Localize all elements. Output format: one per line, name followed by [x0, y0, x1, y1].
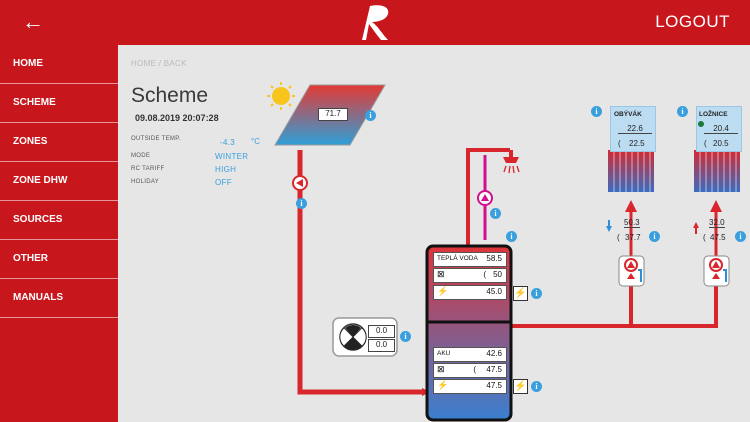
room2-info-icon[interactable]: i: [677, 106, 688, 117]
tank-upper-row3-value: 45.0: [486, 287, 502, 296]
mode-label: MODE: [131, 153, 151, 159]
tank-lower-heatpump-row: ⊠ ( 47.5: [433, 363, 507, 378]
heatpump-value-1: 0.0: [368, 325, 395, 338]
tank-upper-heater-icon[interactable]: ⚡: [513, 286, 528, 301]
outside-temp-label: OUTSIDE TEMP.: [131, 136, 181, 142]
sidebar-item-home[interactable]: HOME: [0, 45, 118, 84]
dhw-pump-info-icon[interactable]: i: [490, 208, 501, 219]
tank-lower-heater-row: ⚡ 47.5: [433, 379, 507, 394]
tank-lower-value: 42.6: [486, 349, 502, 358]
heater-bolt-icon: ⚡: [437, 380, 449, 390]
tank-upper-heater-row: ⚡ 45.0: [433, 285, 507, 300]
room2-set-prefix: (: [704, 139, 707, 148]
tank-lower-heater-icon[interactable]: ⚡: [513, 379, 528, 394]
room1-panel[interactable]: [610, 106, 656, 152]
holiday-value: OFF: [215, 178, 232, 187]
tank-lower-row2-value: 47.5: [486, 365, 502, 374]
tank-upper-prefix: (: [483, 270, 486, 279]
tank-upper-info-icon[interactable]: i: [531, 288, 542, 299]
page-title: Scheme: [131, 84, 209, 107]
heatpump-small-icon: ⊠: [437, 364, 445, 374]
heatpump-small-icon: ⊠: [437, 269, 445, 279]
tank-upper-label: TEPLÁ VODA: [437, 255, 478, 262]
sidebar-item-sources[interactable]: SOURCES: [0, 201, 118, 240]
heatpump-value-2: 0.0: [368, 339, 395, 352]
sidebar-item-zones[interactable]: ZONES: [0, 123, 118, 162]
heater-bolt-icon: ⚡: [437, 286, 449, 296]
room2-status-dot: [698, 121, 704, 127]
tank-upper-heatpump-row: ⊠ ( 50: [433, 268, 507, 283]
tank-upper-row2-value: 50: [493, 270, 502, 279]
tariff-value: HIGH: [215, 165, 237, 174]
room2-set: 20.5: [713, 139, 729, 148]
room1-set-prefix: (: [618, 139, 621, 148]
sidebar: HOME SCHEME ZONES ZONE DHW SOURCES OTHER…: [0, 45, 118, 422]
room2-name: LOŽNICE: [699, 111, 728, 118]
circuit2-flow: 32.0: [709, 218, 725, 228]
circuit2-info-icon[interactable]: i: [735, 231, 746, 242]
logout-button[interactable]: LOGOUT: [655, 12, 730, 31]
sidebar-item-other[interactable]: OTHER: [0, 240, 118, 279]
circuit2-ret-prefix: (: [703, 233, 706, 242]
sidebar-item-zone-dhw[interactable]: ZONE DHW: [0, 162, 118, 201]
room1-name: OBÝVÁK: [614, 111, 642, 118]
outside-temp-value: -4.3: [220, 138, 235, 147]
breadcrumb[interactable]: HOME / BACK: [131, 59, 187, 68]
circuit2-ret: 47.5: [710, 233, 726, 242]
tank-lower-prefix: (: [473, 365, 476, 374]
room2-panel[interactable]: [696, 106, 742, 152]
top-bar: ← LOGOUT: [0, 0, 750, 45]
tank-lower-info-icon[interactable]: i: [531, 381, 542, 392]
room1-set: 22.5: [629, 139, 645, 148]
brand-logo: [362, 5, 389, 40]
sidebar-item-scheme[interactable]: SCHEME: [0, 84, 118, 123]
room2-temp: 20.4: [704, 124, 738, 134]
room1-info-icon[interactable]: i: [591, 106, 602, 117]
room1-temp: 22.6: [618, 124, 652, 134]
tank-upper-row: TEPLÁ VODA 58.5: [433, 252, 507, 267]
circuit1-ret-prefix: (: [617, 233, 620, 242]
tank-upper-value: 58.5: [486, 254, 502, 263]
solar-info-icon[interactable]: i: [365, 110, 376, 121]
outside-temp-unit: °C: [251, 137, 260, 146]
circuit1-ret: 37.7: [625, 233, 641, 242]
tank-lower-label: AKU: [437, 350, 451, 357]
holiday-label: HOLIDAY: [131, 179, 159, 185]
tank-lower-row3-value: 47.5: [486, 381, 502, 390]
circuit1-flow: 50.3: [624, 218, 640, 228]
sidebar-item-manuals[interactable]: MANUALS: [0, 279, 118, 318]
tank-lower-row: AKU 42.6: [433, 347, 507, 362]
datetime: 09.08.2019 20:07:28: [135, 113, 219, 123]
back-arrow-icon[interactable]: ←: [22, 9, 44, 34]
solar-temp-value: 71.7: [318, 108, 348, 121]
collector-pump-info-icon[interactable]: i: [296, 198, 307, 209]
heatpump-info-icon[interactable]: i: [400, 331, 411, 342]
tariff-label: RC TARIFF: [131, 166, 165, 172]
tank-info-icon[interactable]: i: [506, 231, 517, 242]
mode-value: WINTER: [215, 152, 249, 161]
circuit1-info-icon[interactable]: i: [649, 231, 660, 242]
